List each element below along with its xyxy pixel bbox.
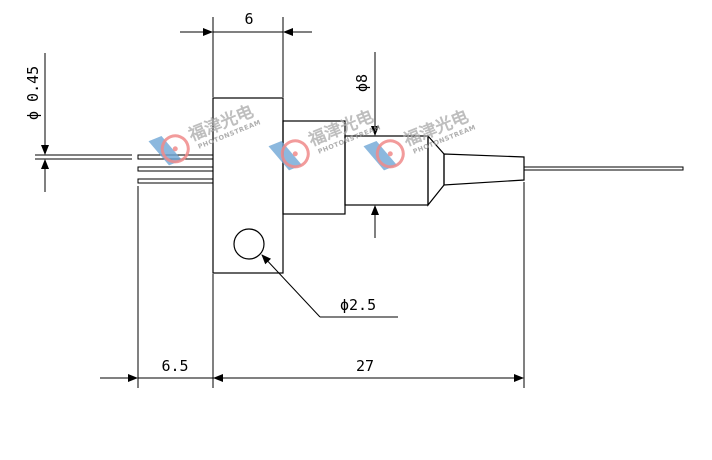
dim-fiber-diameter: ϕ 0.45 <box>24 53 49 192</box>
dim-hole-diameter: ϕ2.5 <box>261 254 398 318</box>
dim-sleeve-diameter: ϕ8 <box>346 52 388 238</box>
mounting-hole <box>233 228 265 260</box>
fiber-boot <box>443 153 525 186</box>
label-sleeve-diameter: ϕ8 <box>353 74 371 92</box>
label-body-width: 6 <box>244 10 253 28</box>
watermark-3: 福津光电 PHOTONSTREAM <box>363 106 477 171</box>
label-fiber-diameter: ϕ 0.45 <box>24 66 42 120</box>
label-hole-diameter: ϕ2.5 <box>340 296 376 314</box>
label-pin-length: 6.5 <box>161 357 188 375</box>
dim-lengths: 6.5 27 <box>100 182 525 388</box>
dim-body-width: 6 <box>180 10 312 97</box>
left-fiber <box>35 154 132 160</box>
watermark-2: 福津光电 PHOTONSTREAM <box>268 106 382 171</box>
output-fiber <box>523 166 684 171</box>
label-total-length: 27 <box>356 357 374 375</box>
